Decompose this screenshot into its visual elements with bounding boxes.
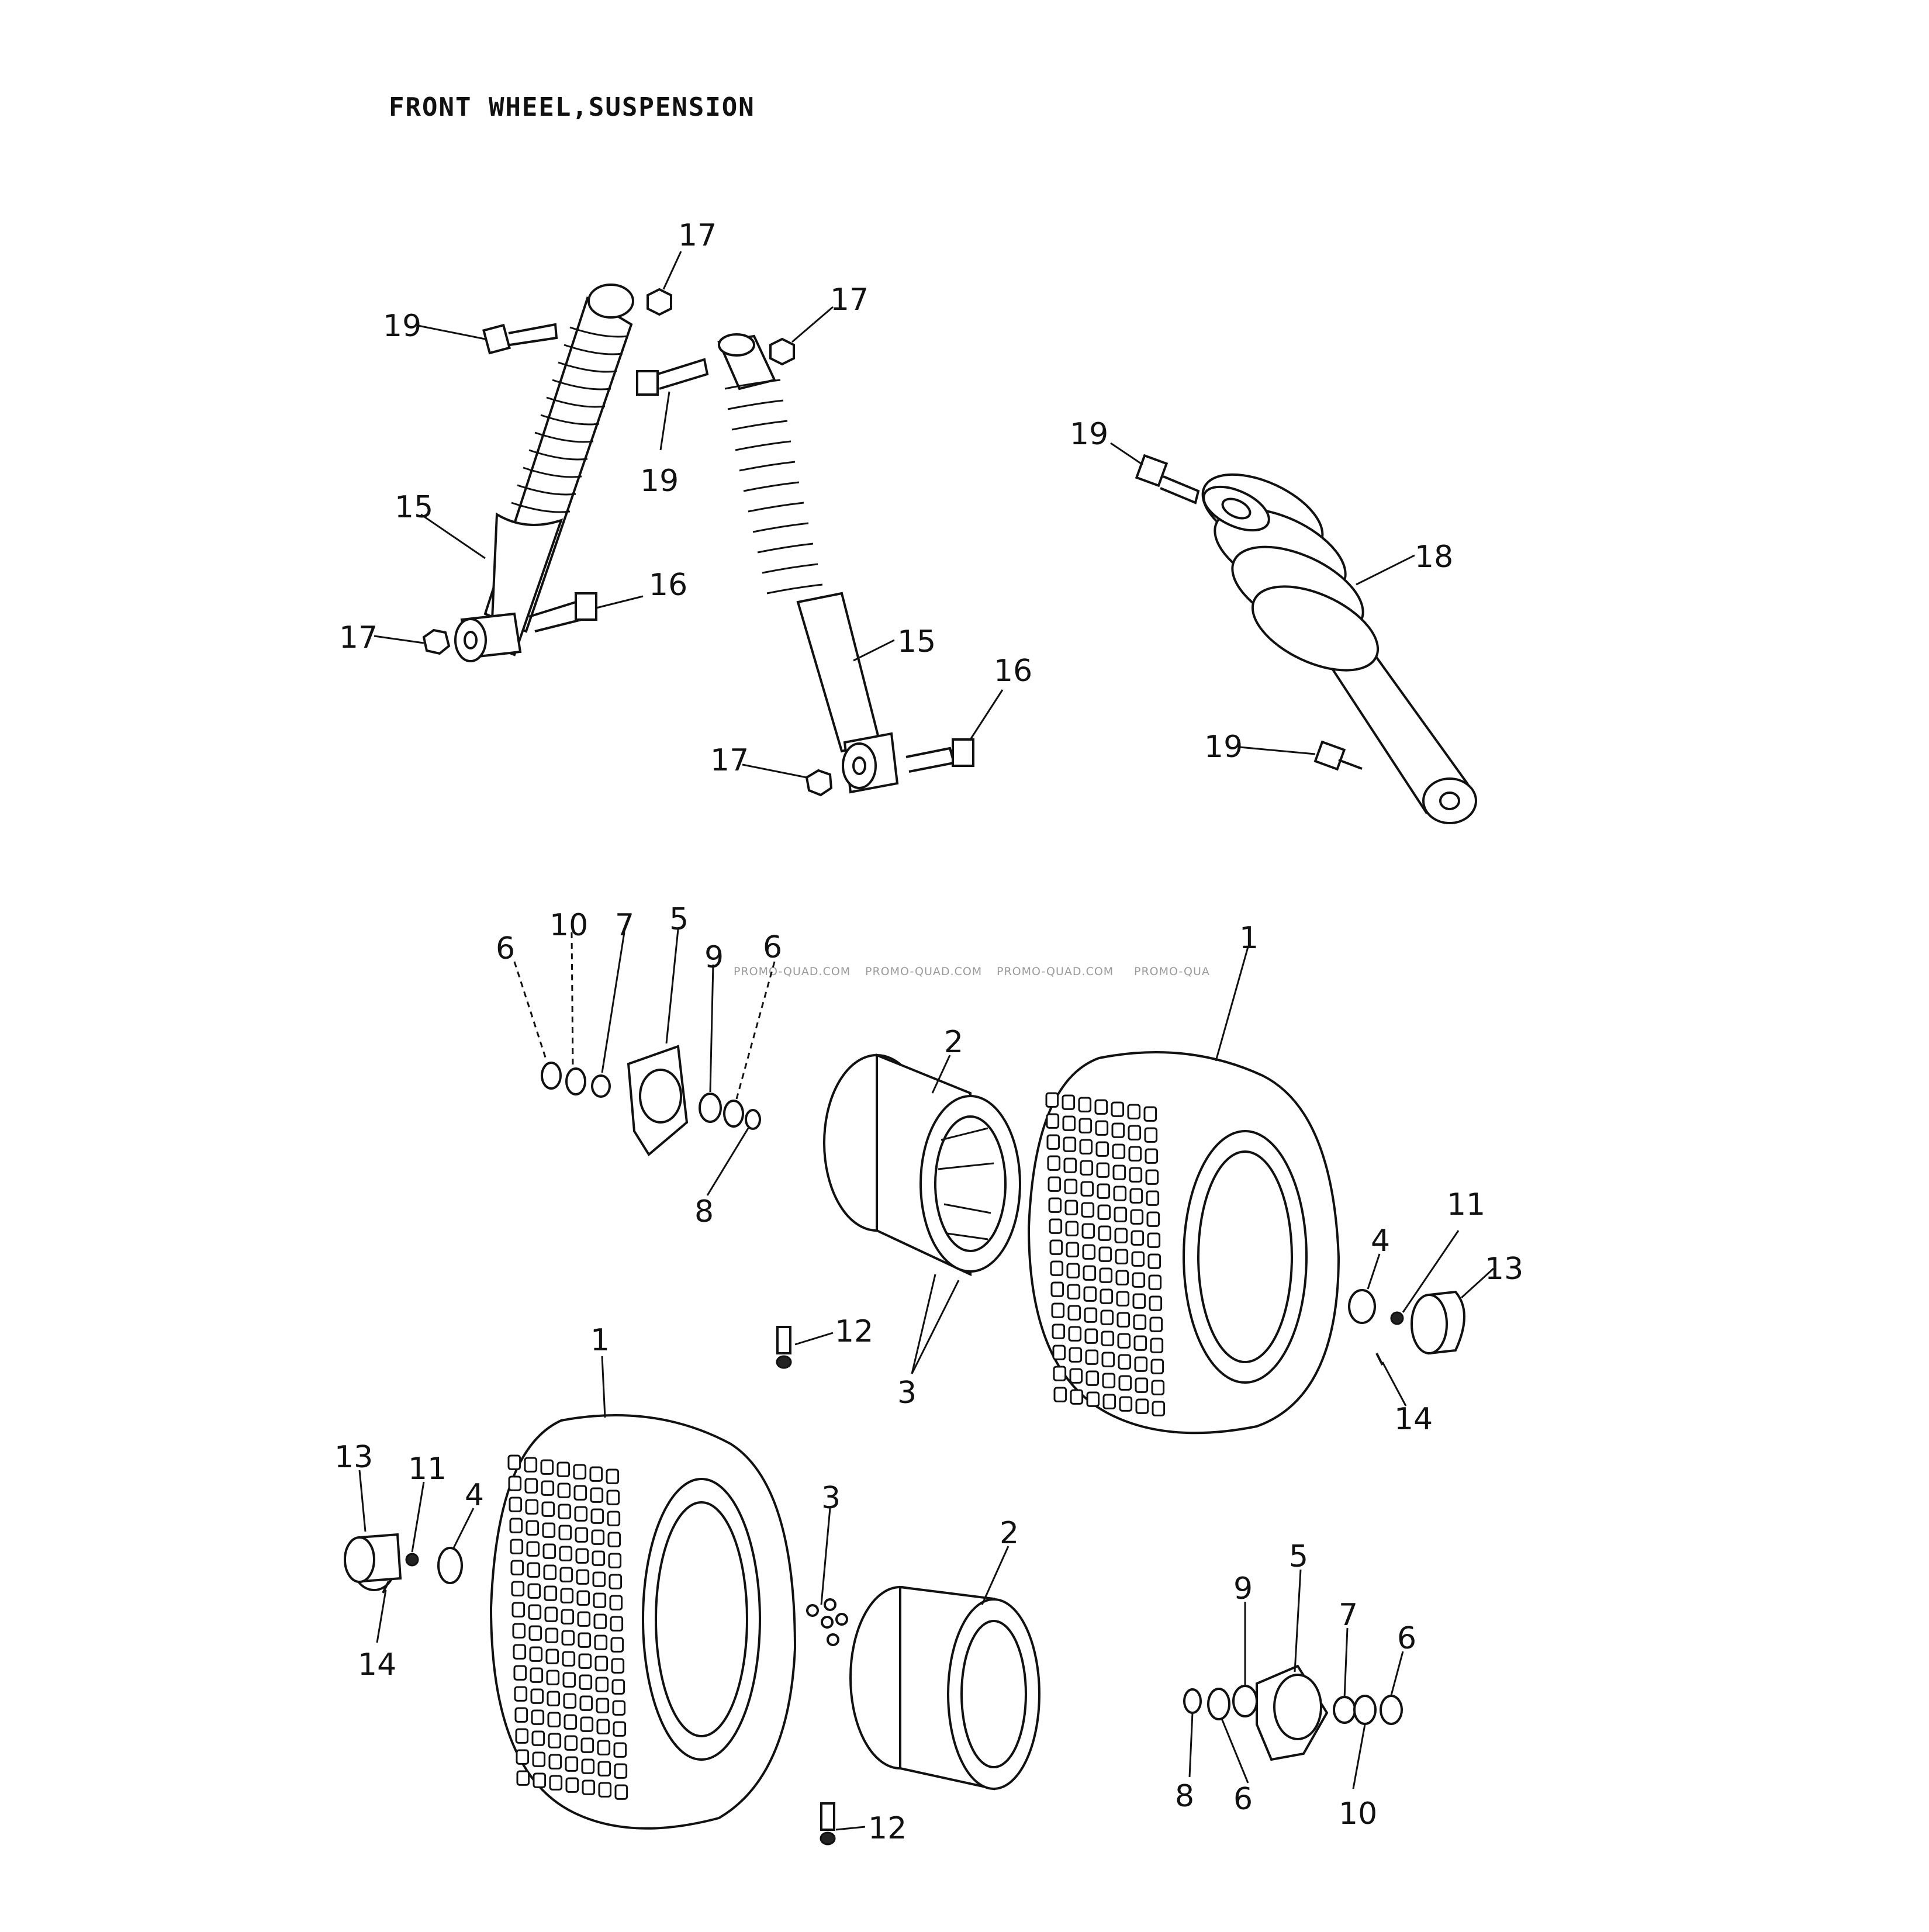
callout: 11 <box>1447 1187 1485 1222</box>
spring-coils-middle <box>724 379 823 595</box>
callout: 17 <box>678 218 717 253</box>
hub-lower <box>1183 1664 1403 1761</box>
callout: 12 <box>868 1811 907 1846</box>
watermark: PROMO-QUAD.COM <box>865 965 982 978</box>
callout: 13 <box>334 1440 373 1475</box>
bolt-16-b <box>905 738 974 773</box>
leader-lines <box>358 251 1495 1831</box>
bolt-16-a <box>528 592 597 633</box>
callout: 15 <box>897 624 936 659</box>
callout: 2 <box>1000 1516 1019 1551</box>
watermark: PROMO-QUA <box>1134 965 1210 978</box>
callout: 3 <box>821 1481 841 1516</box>
page-title: FRONT WHEEL,SUSPENSION <box>389 92 755 122</box>
callout: 19 <box>383 309 421 344</box>
hub-upper <box>541 1045 761 1157</box>
tire-upper <box>1027 1051 1340 1435</box>
callout: 19 <box>640 464 679 499</box>
callout: 10 <box>1339 1796 1377 1831</box>
bolts-3-lower <box>806 1598 848 1646</box>
rim-upper <box>823 1053 1021 1277</box>
tire-tread-lower <box>507 1454 628 1800</box>
tire-tread-upper <box>1045 1092 1166 1416</box>
callout: 18 <box>1415 540 1453 575</box>
rim-lower <box>849 1585 1040 1791</box>
callout: 17 <box>339 620 378 655</box>
callout: 17 <box>710 743 749 778</box>
callout: 19 <box>1204 730 1243 765</box>
hub-cap-parts-upper <box>1348 1289 1465 1366</box>
callout: 8 <box>1175 1779 1194 1814</box>
callout: 16 <box>649 568 687 603</box>
bolt-19-c <box>1135 454 1200 504</box>
shock-absorber-right <box>1201 473 1477 824</box>
callout: 5 <box>669 902 689 937</box>
watermark: PROMO-QUAD.COM <box>734 965 851 978</box>
callout-numbers: 17 19 17 19 15 16 17 15 16 17 19 18 19 6… <box>334 218 1523 1846</box>
callout: 6 <box>1233 1782 1253 1817</box>
shock-absorber-middle <box>717 333 899 794</box>
callout: 4 <box>465 1478 484 1513</box>
callout: 13 <box>1485 1252 1523 1287</box>
callout: 8 <box>694 1194 714 1229</box>
callout: 12 <box>835 1314 873 1349</box>
bolt-19-a <box>482 323 558 355</box>
bolt-19-d <box>1313 740 1363 771</box>
callout: 10 <box>549 908 588 943</box>
callout: 14 <box>1394 1402 1433 1437</box>
callout: 1 <box>1239 921 1259 956</box>
callout: 11 <box>408 1451 447 1487</box>
callout: 9 <box>1233 1571 1253 1606</box>
hub-cap-parts-lower <box>344 1533 463 1594</box>
tire-lower <box>489 1414 797 1830</box>
callout: 6 <box>1397 1621 1416 1656</box>
callout: 17 <box>830 282 869 317</box>
callout: 15 <box>395 490 433 525</box>
bolt-19-b <box>636 358 709 396</box>
callout: 14 <box>358 1647 396 1682</box>
spring-coils-right <box>1201 473 1380 672</box>
shock-hardware <box>422 288 1363 797</box>
shock-absorber-left <box>454 284 634 662</box>
callout: 2 <box>944 1025 963 1060</box>
callout: 5 <box>1289 1539 1308 1574</box>
watermark: PROMO-QUAD.COM <box>997 965 1114 978</box>
callout: 19 <box>1070 417 1108 452</box>
callout: 16 <box>994 654 1032 689</box>
callout: 6 <box>763 930 782 965</box>
callout: 4 <box>1371 1224 1390 1259</box>
callout: 1 <box>590 1323 610 1358</box>
valve-upper <box>776 1326 792 1369</box>
callout: 9 <box>704 940 724 975</box>
spring-coils-left <box>511 326 629 513</box>
callout: 3 <box>897 1375 917 1411</box>
callout: 7 <box>1339 1598 1358 1633</box>
valve-lower <box>820 1802 836 1845</box>
callout: 7 <box>615 908 634 943</box>
callout: 6 <box>496 931 515 966</box>
